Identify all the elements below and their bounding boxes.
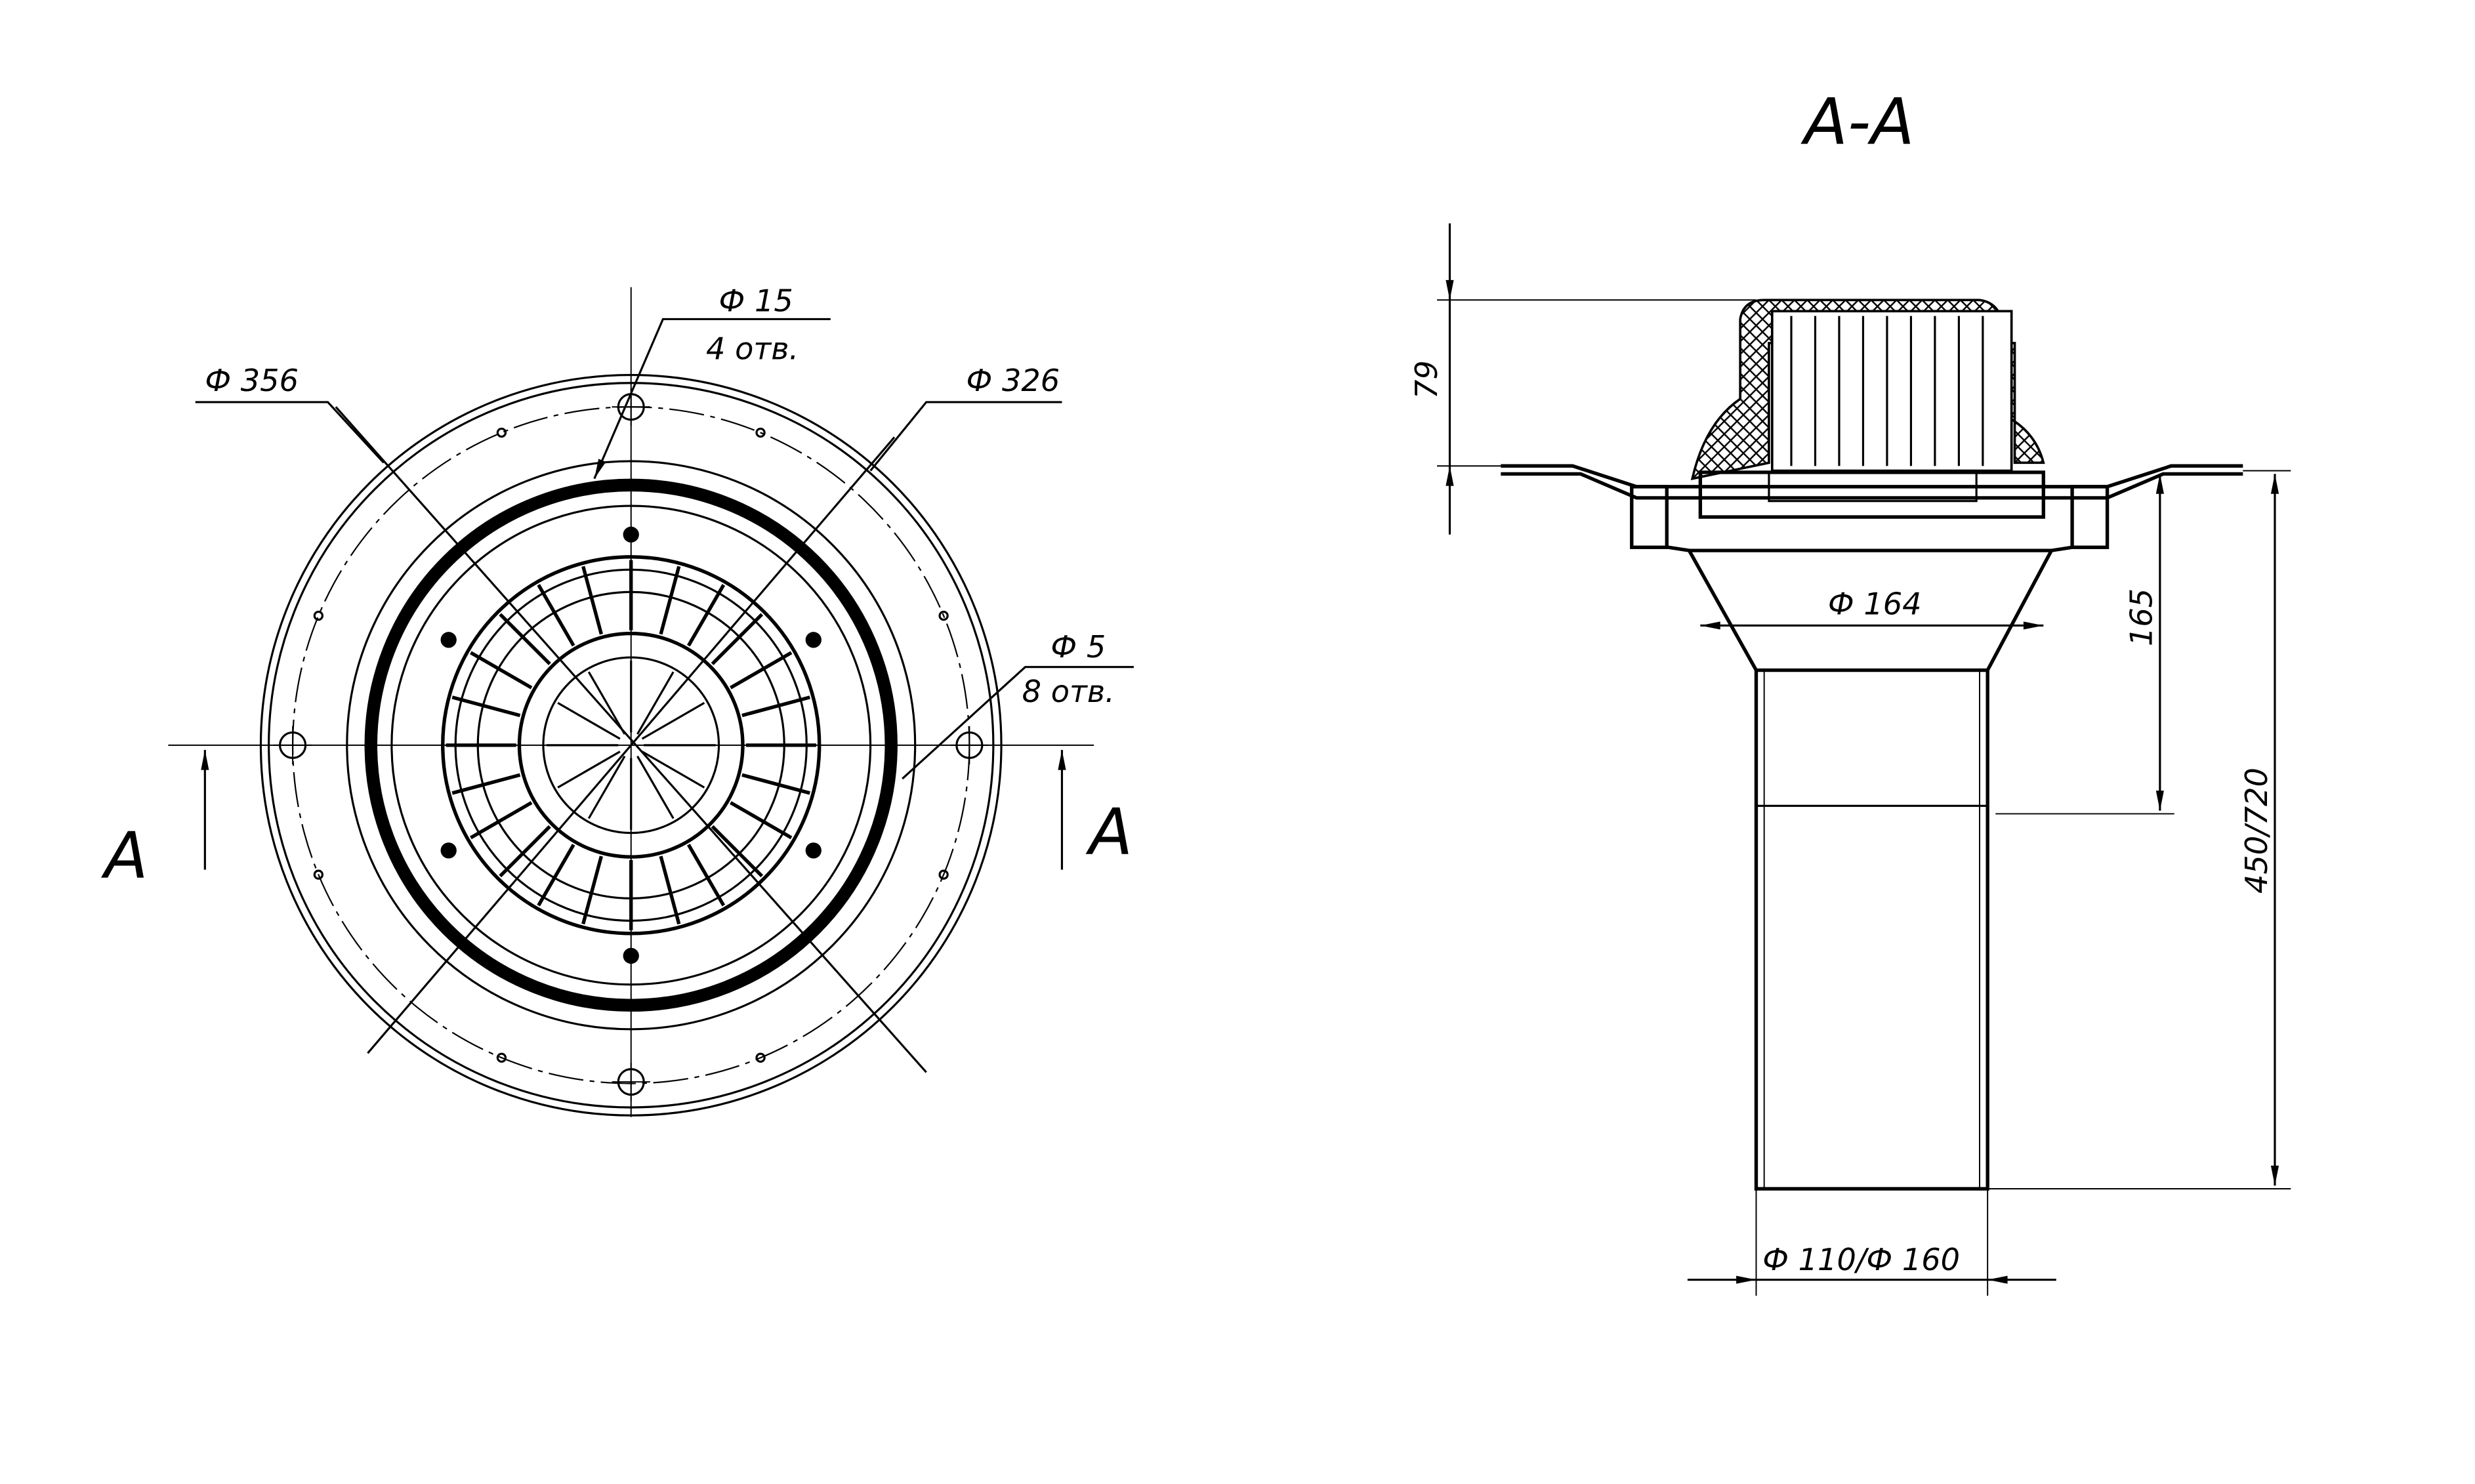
dim-funnel-diameter-label: Ф 164 (1828, 586, 1922, 621)
grate-rib (659, 566, 681, 635)
grate-rib (686, 584, 726, 647)
right-pocket (2070, 485, 2110, 549)
grate-rib (730, 801, 793, 840)
section-title: A-A (1800, 85, 1914, 159)
dim-outer-leader (195, 401, 385, 464)
grate-rib (451, 773, 521, 795)
grate-rib (741, 773, 810, 795)
dim-large-hole-label: Ф 15 (719, 283, 793, 318)
hub-rib (641, 702, 705, 740)
grate-rib (470, 651, 533, 690)
outlet-pipe (1754, 668, 1989, 1191)
wing-screw (440, 842, 457, 859)
dim-top-height-label: 79 (1409, 360, 1444, 399)
membrane-flange (1501, 464, 2243, 500)
small-hole (938, 610, 949, 621)
grate-rib (711, 613, 764, 665)
small-hole-count-label: 8 отв. (1022, 674, 1115, 709)
dim-pipe-diameter-label: Ф 110/Ф 160 (1762, 1242, 1960, 1277)
grate-rib (470, 801, 533, 840)
grate-rib (499, 613, 551, 665)
hub-rib (636, 671, 675, 735)
grate-rib (499, 825, 551, 878)
large-hole-count-label: 4 отв. (706, 331, 799, 366)
grate-rib (537, 584, 575, 647)
hub-rib (557, 702, 621, 740)
small-hole (496, 427, 507, 438)
hub-rib (636, 755, 675, 819)
section-mark-left: A (100, 819, 148, 893)
wing-screw (805, 632, 822, 648)
dim-funnel-height-label: 165 (2124, 588, 2159, 646)
wing-screw (805, 842, 822, 859)
dim-small-hole-leader (902, 666, 1134, 780)
dome-ribs (1790, 316, 1984, 466)
funnel-body (1668, 545, 2073, 671)
dim-bolt-leader (869, 401, 1062, 472)
dim-bolt-label: Ф 326 (967, 363, 1060, 398)
dim-bolt-line (335, 406, 927, 1073)
left-pocket (1630, 485, 1669, 549)
wing-screw (440, 632, 457, 648)
small-hole (313, 610, 324, 621)
hub-rib (587, 755, 626, 819)
section-mark-right: A (1085, 794, 1133, 869)
dim-small-hole-label: Ф 5 (1050, 629, 1106, 665)
small-hole (938, 869, 949, 880)
clamp-ring (1698, 470, 2045, 519)
hub-rib (587, 671, 626, 735)
plan-view: A A Ф 356 Ф 326 Ф 15 4 отв. Ф 5 8 отв. (100, 283, 1134, 1117)
grate-rib (686, 844, 726, 907)
small-hole (755, 1052, 766, 1063)
hub-rib (557, 751, 621, 789)
grate-rib (659, 855, 681, 925)
small-hole (496, 1052, 507, 1063)
grate-rib (581, 855, 604, 925)
small-hole (313, 869, 324, 880)
grate-rib (451, 695, 521, 718)
section-view: A-A 79 Ф 164 165 (1409, 85, 2291, 1296)
dim-outer-label: Ф 356 (205, 363, 299, 398)
grate-rib (581, 566, 604, 635)
grate-rib (537, 844, 575, 907)
grate-rib (741, 695, 810, 718)
dome-interior (1770, 310, 2013, 472)
dim-large-hole-leader (593, 318, 831, 480)
grate-rib (730, 651, 793, 690)
grate-rib (711, 825, 764, 878)
dim-outer-line (367, 436, 896, 1054)
small-hole (755, 427, 766, 438)
dim-total-height-label: 450/720 (2239, 768, 2274, 894)
hub-rib (641, 751, 705, 789)
